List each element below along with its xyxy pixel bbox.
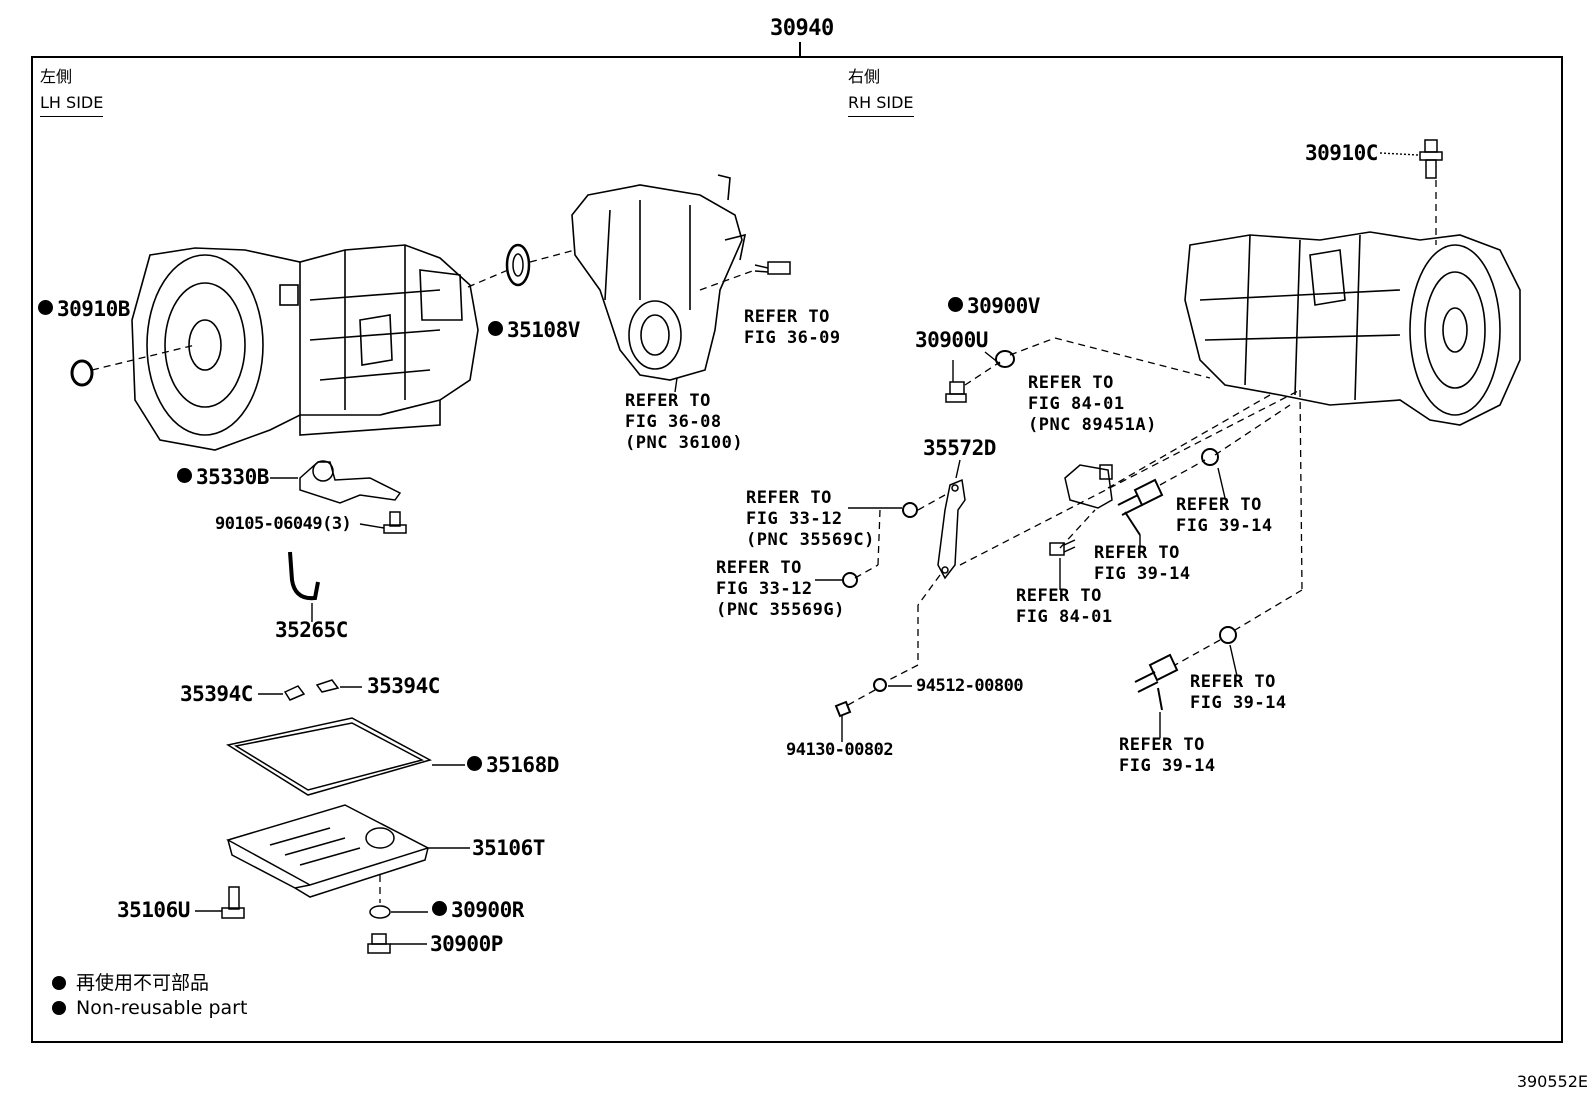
legend-jp: 再使用不可部品 [52,974,209,993]
non-reusable-marker [177,468,192,483]
refer-fig-84-01-pnc[interactable]: REFER TO FIG 84-01 (PNC 89451A) [1028,373,1157,435]
refer-fig-36-08[interactable]: REFER TO FIG 36-08 (PNC 36100) [625,391,744,453]
legend-dot [52,1001,66,1015]
part-35108v-text: 35108V [507,318,580,342]
washer-30900r-drawing [369,905,391,919]
oil-seal-35108v-drawing [505,243,531,287]
rh-side-jp: 右側 [848,67,881,86]
oil-seal-30910b-drawing [70,359,94,387]
gasket-35394c-b-drawing [315,679,340,693]
refer-fig-39-14-c[interactable]: REFER TO FIG 39-14 [1190,672,1287,713]
switch-bolt-drawing [1049,539,1076,556]
o-ring-b-drawing [1219,626,1237,644]
part-30900r[interactable]: 30900R [432,900,524,921]
refer-fig-39-14-d[interactable]: REFER TO FIG 39-14 [1119,735,1216,776]
washer-30900v-drawing [995,350,1015,368]
part-90105-06049[interactable]: 90105-06049(3) [215,514,352,534]
oil-pan-drawing [226,804,430,898]
lh-transmission-drawing [131,244,479,451]
part-35265c[interactable]: 35265C [275,618,348,642]
part-30900v[interactable]: 30900V [948,296,1040,317]
part-35168d[interactable]: 35168D [467,755,559,776]
part-35394c-left[interactable]: 35394C [180,682,253,706]
diagram-frame [31,56,1563,1043]
drain-plug-30900p-drawing [367,933,391,954]
legend-jp-text: 再使用不可部品 [76,972,210,994]
non-reusable-marker [38,300,53,315]
refer-fig-33-12-c[interactable]: REFER TO FIG 33-12 (PNC 35569C) [746,488,875,550]
non-reusable-marker [488,321,503,336]
pan-gasket-drawing [226,717,432,796]
rh-side-label: 右側 RH SIDE [848,64,914,117]
part-35108v[interactable]: 35108V [488,320,580,341]
neutral-switch-drawing [1064,464,1113,509]
part-35572d[interactable]: 35572D [923,436,996,460]
cooler-fitting-b-drawing [1134,653,1179,711]
part-30900v-text: 30900V [967,294,1040,318]
refer-fig-33-12-g[interactable]: REFER TO FIG 33-12 (PNC 35569G) [716,558,845,620]
part-30910c[interactable]: 30910C [1305,141,1378,165]
vent-plug-30910c-drawing [1419,139,1443,179]
part-35106u[interactable]: 35106U [117,898,190,922]
refer-fig-39-14-b[interactable]: REFER TO FIG 39-14 [1094,543,1191,584]
gasket-35394c-a-drawing [283,685,306,701]
bushing-35569c-drawing [902,502,918,518]
part-30900u[interactable]: 30900U [915,328,988,352]
transfer-case-drawing [571,174,747,381]
lh-side-en: LH SIDE [40,90,104,117]
bolt-90105-drawing [383,511,407,534]
drawing-code: 390552E [1516,1072,1588,1091]
solid-leaders [195,152,1419,945]
part-30910b[interactable]: 30910B [38,299,130,320]
refer-fig-39-14-a[interactable]: REFER TO FIG 39-14 [1176,495,1273,536]
refer-fig-36-09[interactable]: REFER TO FIG 36-09 [744,307,841,348]
dashed-leaders [91,180,1437,903]
part-30900p[interactable]: 30900P [430,932,503,956]
nut-94130-drawing [834,700,852,718]
tube-35265c-drawing [288,551,320,601]
legend-dot [52,976,66,990]
part-35106t[interactable]: 35106T [472,836,545,860]
part-30900r-text: 30900R [451,898,524,922]
rh-transmission-drawing [1184,231,1521,426]
lh-side-jp: 左側 [40,67,73,86]
washer-94512-drawing [873,678,887,692]
cooler-fitting-a-drawing [1117,478,1164,536]
legend-en-text: Non-reusable part [76,997,248,1019]
non-reusable-marker [432,901,447,916]
non-reusable-marker [467,756,482,771]
part-94512-00800[interactable]: 94512-00800 [916,676,1024,696]
part-35330b[interactable]: 35330B [177,467,269,488]
refer-fig-84-01[interactable]: REFER TO FIG 84-01 [1016,586,1113,627]
strainer-drawing [299,460,402,504]
part-35168d-text: 35168D [486,753,559,777]
bolt-35106u-drawing [221,886,245,919]
rh-side-en: RH SIDE [848,90,914,117]
part-35394c-right[interactable]: 35394C [367,674,440,698]
o-ring-a-drawing [1201,448,1219,466]
transfer-bolt-drawing [754,261,791,275]
non-reusable-marker [948,297,963,312]
bushing-35569g-drawing [842,572,858,588]
part-30910b-text: 30910B [57,297,130,321]
part-94130-00802[interactable]: 94130-00802 [786,740,894,760]
lh-side-label: 左側 LH SIDE [40,64,104,117]
link-35572d-drawing [937,478,966,580]
plug-30900u-drawing [945,381,967,403]
assembly-number: 30940 [770,16,834,41]
part-35330b-text: 35330B [196,465,269,489]
legend-en: Non-reusable part [52,999,247,1018]
